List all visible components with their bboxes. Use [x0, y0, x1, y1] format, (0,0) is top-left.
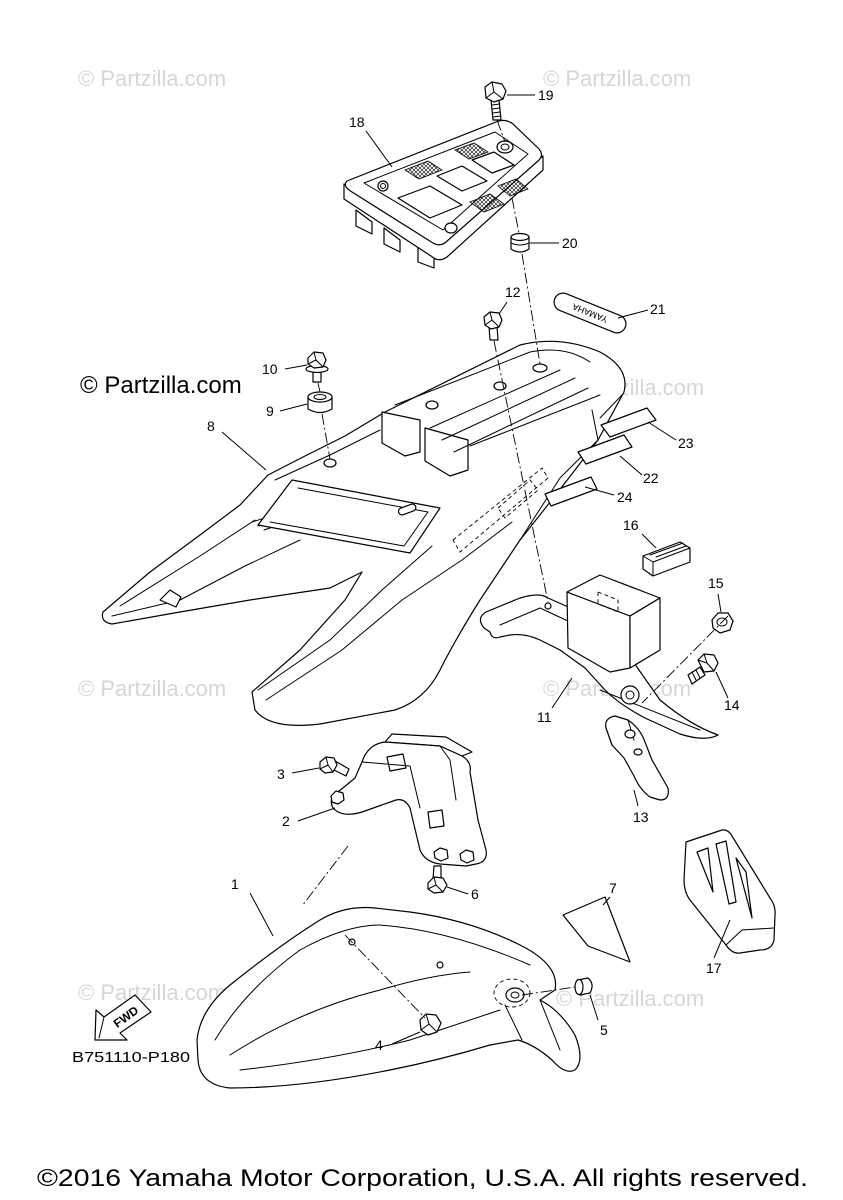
callouts: 1 2 3 4 5 6 7 8 9 10 11 12 13 14 15 16 1… [207, 87, 740, 1053]
part-6-bolt [427, 865, 448, 894]
part-1-mudguard [196, 906, 581, 1089]
callout-3: 3 [277, 766, 285, 782]
callout-5: 5 [600, 1022, 608, 1038]
callout-11: 11 [537, 709, 552, 725]
callout-7: 7 [609, 880, 617, 896]
watermark: © Partzilla.com [78, 676, 226, 701]
callout-24: 24 [617, 489, 633, 505]
callout-15: 15 [708, 575, 724, 591]
part-17-reflector [683, 829, 776, 954]
fwd-arrow-icon: FWD [94, 994, 152, 1041]
part-4-nut [419, 1013, 442, 1036]
callout-1: 1 [231, 876, 239, 892]
part-8-rear-fender-base [101, 340, 626, 726]
copyright-footer: ©2016 Yamaha Motor Corporation, U.S.A. A… [37, 1165, 808, 1192]
part-15-nut [711, 612, 734, 634]
watermark: © Partzilla.com [78, 980, 226, 1005]
callout-17: 17 [706, 960, 722, 976]
watermarks: © Partzilla.com © Partzilla.com © Partzi… [78, 66, 704, 1011]
callout-22: 22 [643, 470, 659, 486]
leader-lines [221, 94, 731, 1045]
part-12-bolt [483, 311, 503, 341]
part-10-bolt [305, 351, 329, 383]
callout-12: 12 [505, 284, 521, 300]
part-11-rear-bracket [479, 574, 719, 739]
callout-23: 23 [678, 435, 694, 451]
part-21-sticker: YAMAHA [553, 292, 627, 334]
callout-9: 9 [266, 403, 274, 419]
watermark: © Partzilla.com [543, 66, 691, 91]
part-7-sticker [562, 896, 631, 963]
callout-2: 2 [282, 813, 290, 829]
part-22-sticker [577, 434, 633, 465]
callout-6: 6 [471, 886, 479, 902]
callout-14: 14 [724, 697, 740, 713]
brand-watermark: © Partzilla.com [80, 372, 242, 399]
diagram-code: B751110-P180 [72, 1049, 190, 1066]
callout-19: 19 [538, 87, 554, 103]
part-24-sticker [544, 476, 598, 507]
part-18-rear-carrier [343, 119, 544, 269]
callout-21: 21 [650, 301, 666, 317]
callout-4: 4 [375, 1037, 383, 1053]
center-lines [301, 119, 729, 1019]
part-5-grommet [574, 977, 593, 996]
part-14-bolt [687, 653, 719, 685]
callout-13: 13 [633, 809, 649, 825]
callout-8: 8 [207, 418, 215, 434]
callout-18: 18 [349, 114, 365, 130]
part-3-bolt [319, 756, 350, 777]
callout-20: 20 [562, 235, 578, 251]
part-23-sticker [600, 407, 657, 438]
part-16-block [642, 541, 691, 577]
watermark: © Partzilla.com [78, 66, 226, 91]
callout-16: 16 [623, 517, 639, 533]
part-9-grommet [307, 391, 333, 414]
part-20-grommet [510, 232, 530, 253]
part-13-bracket [605, 715, 669, 801]
part-19-bolt [484, 81, 507, 121]
part-2-bracket [330, 733, 487, 867]
callout-10: 10 [262, 361, 278, 377]
